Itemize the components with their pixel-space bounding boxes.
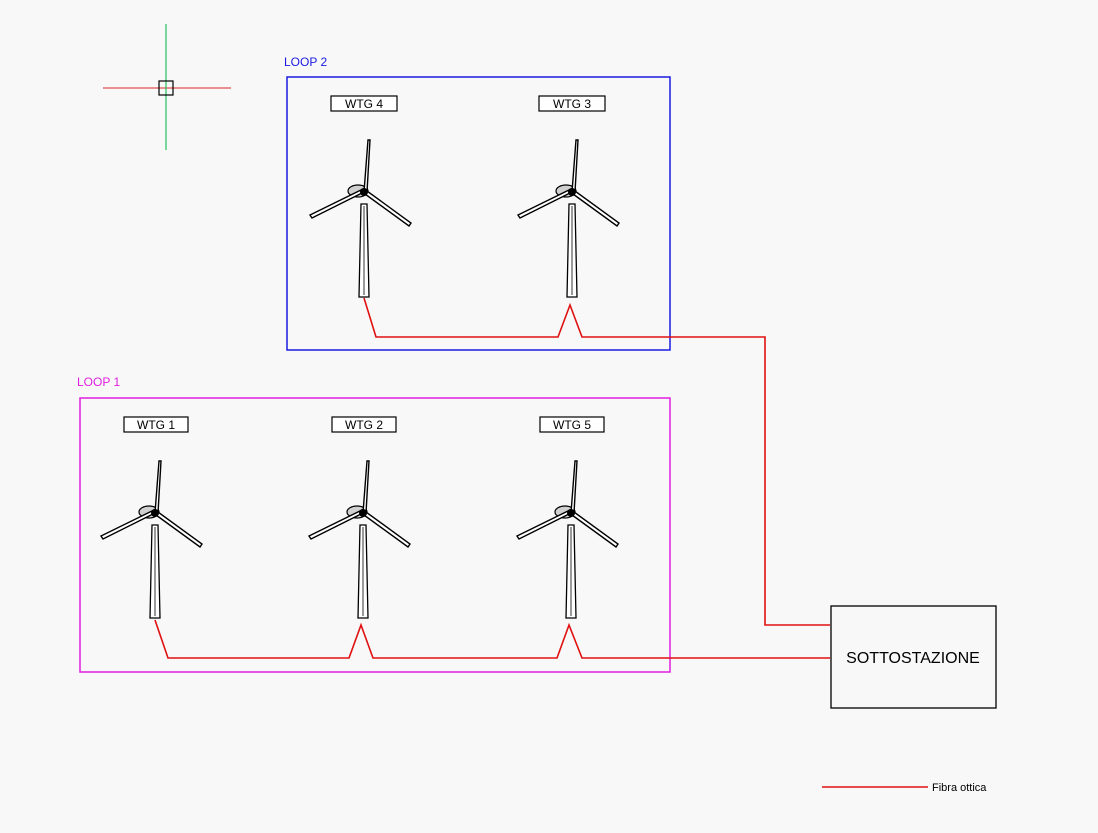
wtg-label-box [123, 416, 189, 433]
substation: SOTTOSTAZIONE [830, 605, 997, 709]
wtg-label: WTG 2 [345, 418, 383, 432]
wtg-4: WTG 4 [309, 95, 412, 298]
wtg-1: WTG 1 [100, 416, 203, 619]
wtg-label-box [538, 95, 606, 112]
fiber-line-loop-1 [154, 619, 830, 659]
wind-turbine-icon [100, 460, 203, 619]
wtg-label: WTG 1 [137, 418, 175, 432]
loop-1-group: LOOP 1 WTG 1 WTG 2 WTG 5 [77, 375, 671, 673]
wtg-label-box [330, 95, 398, 112]
wtg-label: WTG 3 [553, 97, 591, 111]
loop-2-group: LOOP 2 WTG 4 WTG 3 [284, 55, 671, 351]
wind-turbine-icon [517, 139, 620, 298]
loop-2-label: LOOP 2 [284, 55, 327, 69]
wind-turbine-icon [308, 460, 411, 619]
loop-2-boundary [286, 76, 671, 351]
substation-box [830, 605, 997, 709]
loop-1-label: LOOP 1 [77, 375, 120, 389]
wind-turbine-icon [309, 139, 412, 298]
wtg-3: WTG 3 [517, 95, 620, 298]
crosshair-cursor-icon [103, 24, 231, 150]
legend-fiber-label: Fibra ottica [932, 782, 987, 794]
fiber-line-loop-2 [363, 297, 830, 626]
wind-turbine-icon [516, 460, 619, 619]
wtg-2: WTG 2 [308, 416, 411, 619]
wtg-label: WTG 4 [345, 97, 383, 111]
wtg-label-box [331, 416, 397, 433]
wtg-5: WTG 5 [516, 416, 619, 619]
wtg-label-box [539, 416, 605, 433]
cursor-pickbox [158, 80, 174, 96]
loop-1-boundary [79, 397, 671, 673]
fiber-optic-cables [154, 297, 830, 659]
wtg-label: WTG 5 [553, 418, 591, 432]
substation-label: SOTTOSTAZIONE [846, 650, 980, 667]
legend: Fibra ottica [822, 782, 987, 794]
